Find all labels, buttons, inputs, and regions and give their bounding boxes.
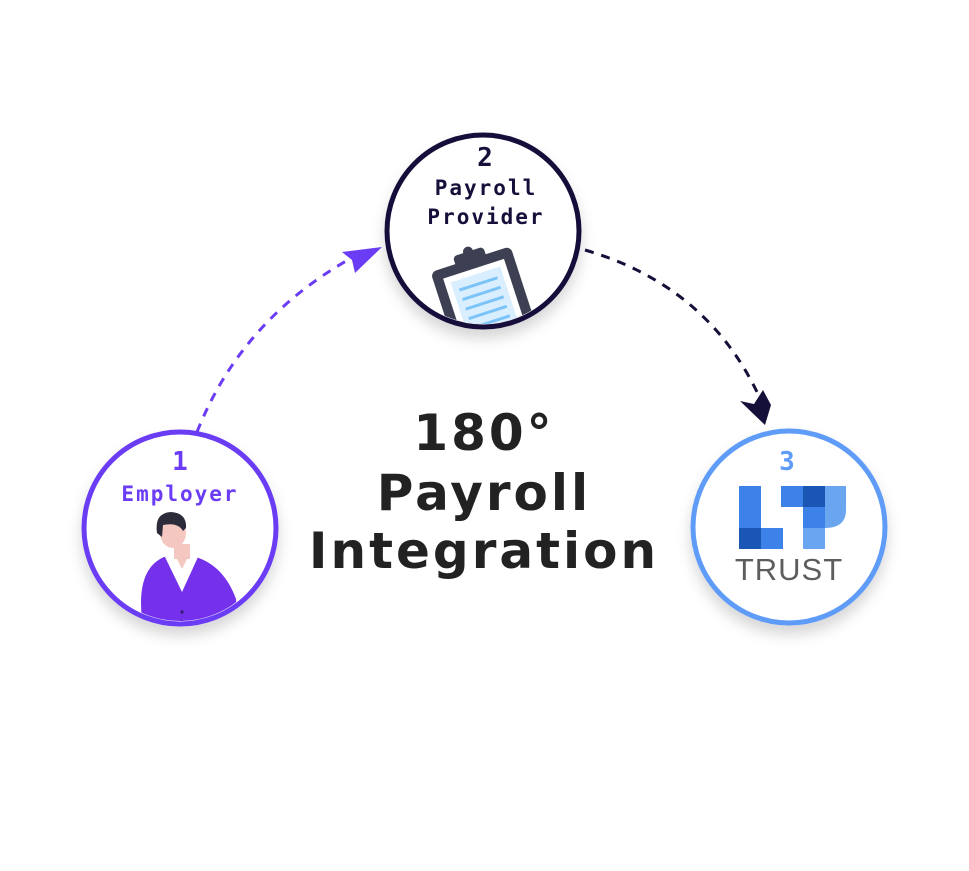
person-icon bbox=[141, 512, 238, 621]
node-provider-label-line2: Provider bbox=[427, 205, 544, 229]
node-employer-step: 1 bbox=[172, 447, 188, 477]
node-payroll-provider: 2 Payroll Provider bbox=[384, 132, 582, 330]
node-trust-circle bbox=[690, 428, 888, 626]
logo-trust-text: TRUST bbox=[735, 552, 843, 587]
clipboard-icon bbox=[432, 246, 540, 324]
node-employer: 1 Employer bbox=[81, 429, 279, 627]
node-trust-step: 3 bbox=[779, 447, 795, 477]
title-line-1: 180° bbox=[413, 404, 554, 462]
title-line-2: Payroll bbox=[377, 464, 591, 522]
arrow-provider-to-trust bbox=[584, 248, 759, 393]
node-employer-label: Employer bbox=[121, 482, 238, 506]
arrow-employer-to-provider bbox=[195, 254, 356, 433]
node-provider-step: 2 bbox=[477, 143, 493, 173]
arrowhead-provider-to-trust bbox=[740, 390, 771, 425]
node-provider-label-line1: Payroll bbox=[435, 176, 538, 200]
center-title: 180° Payroll Integration bbox=[309, 404, 659, 580]
arrowhead-employer-to-provider bbox=[342, 247, 382, 273]
title-line-3: Integration bbox=[309, 522, 659, 580]
lt-trust-logo: TRUST bbox=[735, 486, 846, 587]
node-lt-trust: 3 TRUST bbox=[690, 428, 888, 626]
